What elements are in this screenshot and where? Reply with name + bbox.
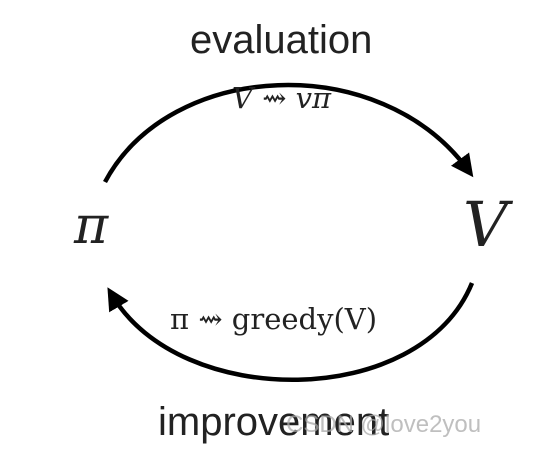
evaluation-formula: V ⇝ vπ	[232, 81, 332, 115]
improvement-label: improvement	[158, 400, 390, 444]
policy-node: π	[74, 196, 109, 256]
evaluation-label: evaluation	[190, 18, 373, 62]
watermark: CSDN @love2you	[286, 411, 482, 438]
improvement-arrow	[107, 282, 475, 383]
evaluation-arrow	[103, 82, 474, 184]
improvement-formula: π ⇝ greedy(V)	[170, 302, 378, 336]
value-node: V	[463, 188, 508, 261]
